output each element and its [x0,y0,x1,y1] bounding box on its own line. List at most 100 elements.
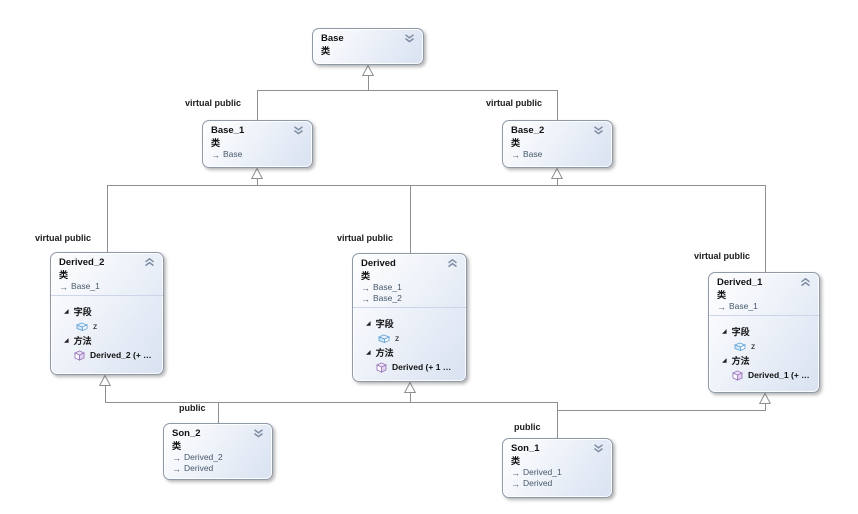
class-kind: 类 [361,271,371,281]
method-row[interactable]: Derived_2 (+ … [51,348,163,363]
field-row[interactable]: z [709,339,819,354]
fields-section-label: 字段 [73,307,92,317]
class-box-son-1[interactable]: Son_1 类 →Derived_1 →Derived [502,438,613,498]
base-type-name: Derived [184,463,214,473]
fields-section-header[interactable]: ◢ 字段 [353,317,466,331]
class-box-son-2[interactable]: Son_2 类 →Derived_2 →Derived [163,423,273,480]
expander-icon[interactable]: ◢ [366,321,371,327]
base-type-row: →Base_1 [59,281,155,292]
inheritance-arrow-icon[interactable] [99,375,111,386]
edge-segment[interactable] [557,403,558,438]
methods-section-label: 方法 [73,336,92,346]
edge-segment[interactable] [410,186,411,253]
method-row[interactable]: Derived (+ 1 … [353,360,466,375]
expander-icon[interactable]: ◢ [64,309,69,315]
field-row[interactable]: z [353,331,466,346]
field-name: z [395,333,400,343]
inherits-arrow-icon: → [172,463,181,474]
inherits-arrow-icon: → [511,149,520,160]
edge-label-virtual-public-derived1: virtual public [694,251,751,261]
base-type-name: Derived_1 [523,467,562,477]
edge-segment[interactable] [218,403,219,423]
method-name: Derived (+ 1 … [392,362,452,372]
class-box-base-2[interactable]: Base_2 类 →Base [502,120,613,168]
inherits-arrow-icon: → [361,293,370,304]
class-kind: 类 [321,46,331,56]
base-type-row: →Base [511,149,604,160]
base-type-name: Base [523,149,543,159]
edge-segment[interactable] [557,91,558,120]
edge-segment[interactable] [368,76,369,90]
field-icon [75,322,89,331]
expand-chevron-icon[interactable] [253,429,264,438]
field-name: z [751,341,756,351]
class-box-derived[interactable]: Derived 类 →Base_1 →Base_2 ◢ 字段 z ◢ 方法 De… [352,253,467,382]
expand-chevron-icon[interactable] [593,126,604,135]
methods-section-header[interactable]: ◢ 方法 [51,334,163,348]
edge-segment[interactable] [107,186,108,252]
expander-icon[interactable]: ◢ [722,329,727,335]
class-kind: 类 [511,456,521,466]
base-type-name: Base_2 [373,293,402,303]
collapse-chevron-icon[interactable] [447,258,458,268]
class-kind: 类 [511,138,521,148]
inherits-arrow-icon: → [361,282,370,293]
edge-segment[interactable] [257,90,558,91]
edge-segment[interactable] [257,179,258,185]
edge-segment[interactable] [107,185,766,186]
class-box-derived-2[interactable]: Derived_2 类 →Base_1 ◢ 字段 z ◢ 方法 Derived_… [50,252,164,375]
inheritance-arrow-icon[interactable] [551,168,563,179]
field-row[interactable]: z [51,319,163,334]
base-type-name: Base_1 [729,301,758,311]
edge-label-virtual-public-derived2: virtual public [35,233,92,243]
edge-label-virtual-public-base2: virtual public [486,98,543,108]
fields-section-header[interactable]: ◢ 字段 [709,325,819,339]
inheritance-arrow-icon[interactable] [404,382,416,393]
base-type-row: →Derived_2 [172,452,264,463]
edge-label-public-son1: public [514,422,541,432]
methods-section-header[interactable]: ◢ 方法 [353,346,466,360]
inherits-arrow-icon: → [59,281,68,292]
collapse-chevron-icon[interactable] [144,257,155,267]
edge-segment[interactable] [105,402,558,403]
fields-section-header[interactable]: ◢ 字段 [51,305,163,319]
edge-segment[interactable] [765,404,766,410]
expander-icon[interactable]: ◢ [722,358,727,364]
inheritance-arrow-icon[interactable] [759,393,771,404]
inherits-arrow-icon: → [172,452,181,463]
base-type-row: →Base_2 [361,293,458,304]
inherits-arrow-icon: → [511,478,520,489]
class-box-base-1[interactable]: Base_1 类 →Base [202,120,313,168]
fields-section-label: 字段 [731,327,750,337]
inheritance-arrow-icon[interactable] [362,65,374,76]
class-name: Derived_1 [717,277,763,288]
methods-section-label: 方法 [731,356,750,366]
base-type-name: Base_1 [373,282,402,292]
expander-icon[interactable]: ◢ [366,350,371,356]
class-name: Derived_2 [59,257,105,268]
edge-segment[interactable] [410,393,411,402]
edge-segment[interactable] [557,410,766,411]
inherits-arrow-icon: → [717,301,726,312]
expand-chevron-icon[interactable] [404,34,415,43]
fields-section-label: 字段 [375,319,394,329]
class-name: Son_2 [172,428,201,439]
edge-segment[interactable] [557,179,558,185]
inheritance-arrow-icon[interactable] [251,168,263,179]
methods-section-label: 方法 [375,348,394,358]
edge-segment[interactable] [105,386,106,402]
method-row[interactable]: Derived_1 (+ … [709,368,819,383]
expand-chevron-icon[interactable] [593,444,604,453]
class-box-base[interactable]: Base 类 [312,28,424,65]
edge-segment[interactable] [765,186,766,272]
edge-segment[interactable] [257,91,258,120]
methods-section-header[interactable]: ◢ 方法 [709,354,819,368]
collapse-chevron-icon[interactable] [800,277,811,287]
expand-chevron-icon[interactable] [293,126,304,135]
base-type-name: Base [223,149,243,159]
expander-icon[interactable]: ◢ [64,338,69,344]
edge-label-virtual-public-base1: virtual public [185,98,242,108]
class-kind: 类 [59,270,69,280]
class-box-derived-1[interactable]: Derived_1 类 →Base_1 ◢ 字段 z ◢ 方法 Derived_… [708,272,820,393]
